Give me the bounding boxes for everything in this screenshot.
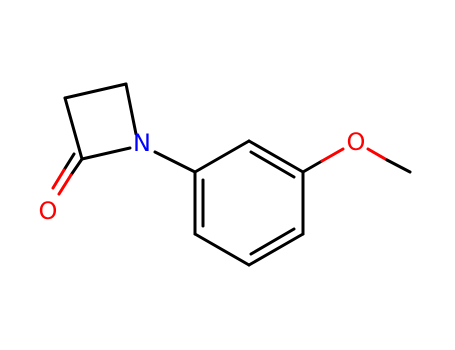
bond-o-ch3-red — [366, 147, 389, 162]
bond-n-c2 — [80, 146, 132, 161]
bond-c2-o-b-red — [51, 168, 66, 190]
bond-ar3-o-red — [320, 147, 345, 163]
bond-inner-ar2-ar3 — [249, 150, 296, 179]
bond-c2-o-b-dark — [62, 152, 76, 172]
bond-ar2-ar3 — [247, 139, 305, 174]
bond-c2-c3 — [63, 96, 84, 161]
carbonyl-oxygen-atom-label: O — [39, 197, 58, 225]
nitrogen-atom-label: N — [133, 129, 151, 157]
ether-oxygen-atom-label: O — [347, 128, 366, 156]
bond-ar4-ar5 — [247, 232, 305, 267]
bond-c4-n — [124, 82, 138, 136]
bond-ar3-o-dark — [301, 159, 324, 174]
bond-inner-ar4-ar5 — [249, 227, 296, 256]
bond-n-ar1 — [153, 150, 197, 174]
bond-ar5-ar6 — [193, 232, 251, 267]
bond-c2-o-a-red — [57, 173, 73, 196]
bond-c3-c4 — [63, 82, 128, 100]
bond-c2-o-a-dark — [69, 157, 84, 177]
bond-ar1-ar2 — [193, 139, 251, 174]
bond-o-ch3-dark — [385, 158, 412, 174]
